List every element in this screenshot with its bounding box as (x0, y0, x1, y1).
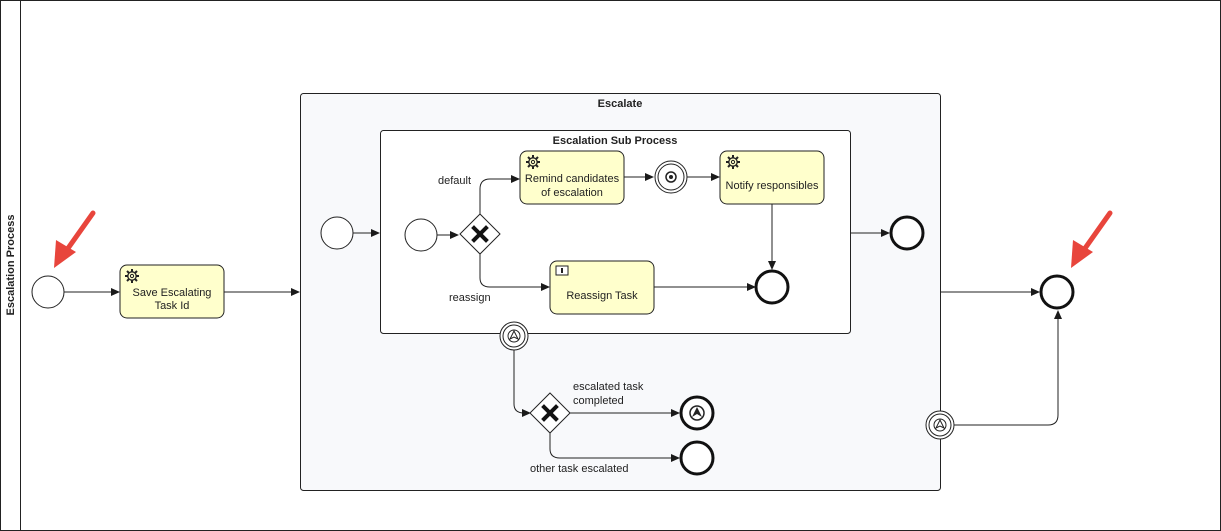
boundary-escalation-event[interactable] (925, 410, 955, 440)
flow-label-default: default (438, 175, 471, 187)
task-label: Notify responsibles (726, 180, 819, 192)
sequence-flow[interactable] (549, 433, 680, 462)
escalation-icon (507, 329, 521, 343)
sequence-flow[interactable] (513, 350, 531, 417)
task-remind-candidates[interactable]: Remind candidates of escalation (519, 150, 625, 205)
flow-label-escalated-line2: completed (573, 395, 624, 407)
final-end-event[interactable] (1039, 274, 1075, 310)
intermediate-event[interactable] (654, 160, 688, 194)
escalation-icon (689, 405, 705, 421)
task-label-line1: Remind candidates (525, 173, 620, 185)
task-label-line2: of escalation (541, 187, 603, 199)
pool-label: Escalation Process (5, 215, 17, 316)
sequence-flow-reassign[interactable] (479, 254, 550, 291)
user-task-icon (555, 265, 569, 276)
inner-end-event[interactable] (754, 269, 790, 305)
task-label: Reassign Task (566, 290, 638, 302)
subprocess-start-event[interactable] (320, 216, 354, 250)
subprocess-title: Escalation Sub Process (553, 135, 678, 147)
task-notify-responsibles[interactable]: Notify responsibles (719, 150, 825, 205)
inner-start-event[interactable] (404, 218, 438, 252)
subprocess-end-event[interactable] (889, 215, 925, 251)
task-reassign[interactable]: Reassign Task (549, 260, 655, 315)
subprocess-title: Escalate (598, 98, 643, 110)
exclusive-gateway[interactable] (459, 213, 501, 255)
sequence-flow[interactable] (954, 310, 1062, 426)
task-label-line1: Save Escalating (133, 287, 212, 299)
task-label-line2: Task Id (155, 300, 190, 312)
red-arrow-icon (54, 210, 96, 268)
sequence-flow-default[interactable] (479, 175, 520, 214)
end-event[interactable] (679, 440, 715, 476)
red-arrow-icon (1071, 210, 1113, 268)
escalation-icon (933, 418, 947, 432)
boundary-escalation-event[interactable] (499, 321, 529, 351)
flow-label-other-escalated: other task escalated (530, 463, 628, 475)
task-save-escalating[interactable]: Save Escalating Task Id (119, 264, 225, 319)
flow-label-reassign: reassign (449, 292, 491, 304)
escalation-end-event[interactable] (679, 395, 715, 431)
flow-label-escalated-line1: escalated task (573, 381, 644, 393)
start-event[interactable] (31, 275, 65, 309)
